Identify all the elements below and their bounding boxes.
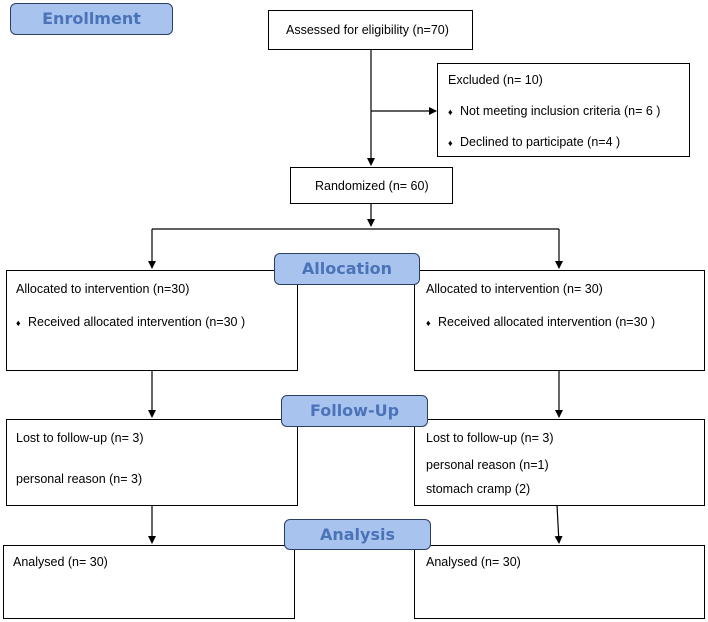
diamond-bullet-icon: ♦ (448, 107, 453, 117)
excluded-item-label: Declined to participate (n=4 ) (460, 135, 621, 149)
allocation-box-left: Allocated to intervention (n=30) ♦ Receiv… (6, 270, 298, 371)
diamond-bullet-icon: ♦ (16, 318, 21, 328)
followup-box-left: Lost to follow-up (n= 3) personal reason… (6, 419, 298, 506)
allocation-right-item: ♦ Received allocated intervention (n=30 ) (426, 315, 655, 329)
followup-left-reason: personal reason (n= 3) (16, 472, 143, 486)
stage-enrollment: Enrollment (10, 3, 173, 35)
assessed-text: Assessed for eligibility (n=70) (286, 23, 449, 37)
stage-analysis: Analysis (284, 519, 431, 550)
allocation-left-item-label: Received allocated intervention (n=30 ) (28, 315, 246, 329)
diamond-bullet-icon: ♦ (426, 318, 431, 328)
followup-right-lost: Lost to follow-up (n= 3) (426, 431, 554, 445)
analysis-box-left: Analysed (n= 30) (3, 545, 295, 619)
analysis-box-right: Analysed (n= 30) (414, 545, 705, 619)
excluded-item: ♦ Declined to participate (n=4 ) (448, 135, 620, 149)
excluded-item: ♦ Not meeting inclusion criteria (n= 6 ) (448, 104, 660, 118)
stage-allocation: Allocation (274, 253, 420, 285)
allocation-right-item-label: Received allocated intervention (n=30 ) (438, 315, 656, 329)
assessed-box: Assessed for eligibility (n=70) (268, 10, 473, 50)
followup-right-reason: personal reason (n=1) (426, 458, 549, 472)
analysis-left-text: Analysed (n= 30) (13, 555, 108, 569)
allocation-right-title: Allocated to intervention (n= 30) (426, 282, 603, 296)
excluded-title: Excluded (n= 10) (448, 73, 543, 87)
excluded-box: Excluded (n= 10) ♦ Not meeting inclusion … (437, 63, 690, 157)
randomized-box: Randomized (n= 60) (290, 167, 453, 204)
analysis-right-text: Analysed (n= 30) (426, 555, 521, 569)
diamond-bullet-icon: ♦ (448, 138, 453, 148)
allocation-left-item: ♦ Received allocated intervention (n=30 ) (16, 315, 245, 329)
excluded-item-label: Not meeting inclusion criteria (n= 6 ) (460, 104, 661, 118)
followup-box-right: Lost to follow-up (n= 3) personal reason… (414, 419, 705, 506)
followup-left-lost: Lost to follow-up (n= 3) (16, 431, 144, 445)
allocation-left-title: Allocated to intervention (n=30) (16, 282, 190, 296)
followup-right-reason: stomach cramp (2) (426, 482, 531, 496)
stage-follow-up: Follow-Up (281, 395, 428, 427)
allocation-box-right: Allocated to intervention (n= 30) ♦ Recei… (414, 270, 705, 371)
connector-to-analysis-right (554, 504, 563, 544)
randomized-text: Randomized (n= 60) (315, 179, 429, 193)
